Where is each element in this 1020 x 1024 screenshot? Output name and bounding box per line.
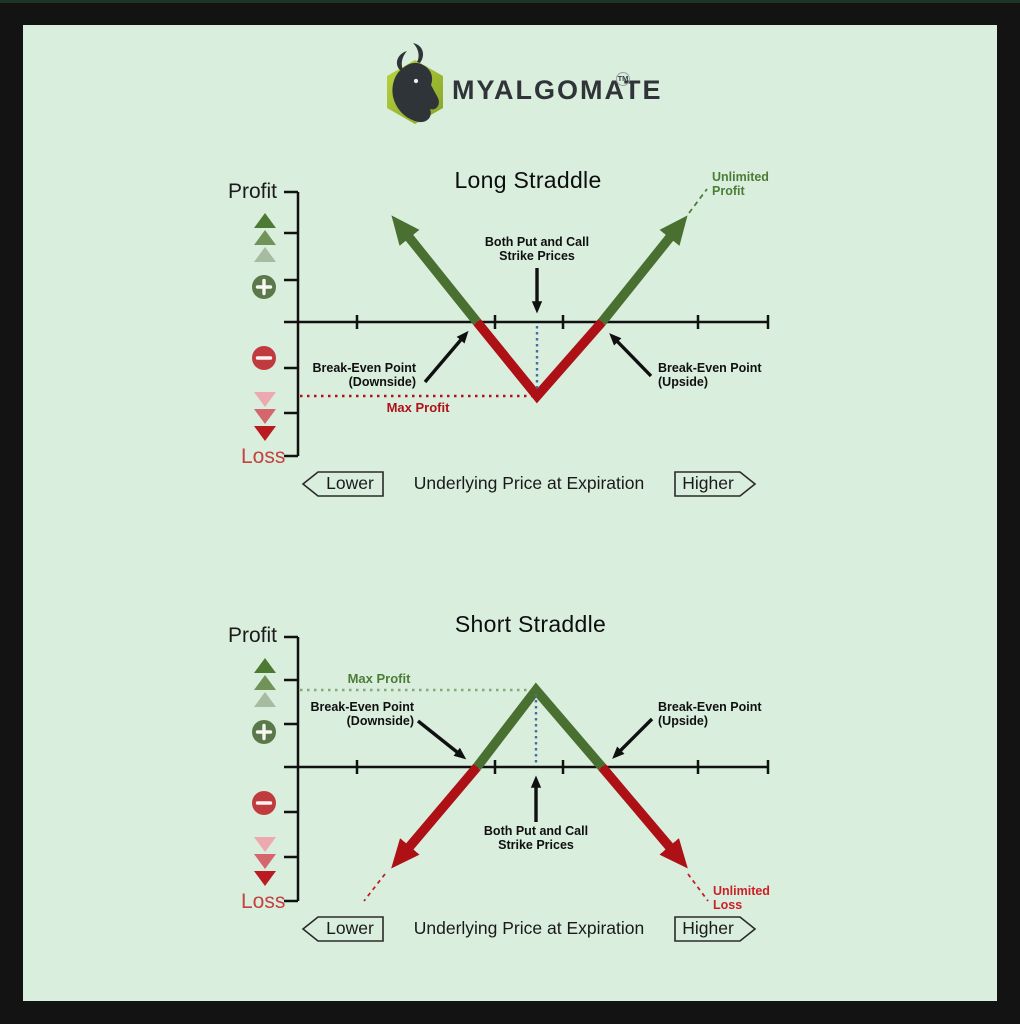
ss-breakeven-up-annotation: Break-Even Point (Upside) xyxy=(658,700,762,728)
plus-icon xyxy=(252,275,276,299)
long-straddle-title: Long Straddle xyxy=(454,167,602,193)
ls-profit-axis-label: Profit xyxy=(228,180,278,203)
ss-strike-annotation: Both Put and Call Strike Prices xyxy=(483,824,589,852)
minus-icon xyxy=(252,791,276,815)
ss-higher-tag: Higher xyxy=(682,918,734,938)
ls-breakeven-down-arrow xyxy=(423,330,469,384)
ls-loss-axis-label: Loss xyxy=(241,445,286,468)
minus-icon xyxy=(252,346,276,370)
ss-right-loss-arrow xyxy=(598,763,688,869)
ls-unlimited-profit-label: Unlimited Profit xyxy=(712,170,769,198)
ls-breakeven-up-arrow xyxy=(609,333,653,378)
ls-x-axis-title: Underlying Price at Expiration xyxy=(413,473,645,493)
short-straddle-chart xyxy=(252,635,770,942)
ls-max-profit-label: Max Profit xyxy=(386,400,450,415)
ls-loss-v-segment xyxy=(473,318,606,404)
ss-loss-axis-label: Loss xyxy=(241,890,286,913)
ls-lower-tag: Lower xyxy=(326,473,374,493)
loss-direction-icon xyxy=(254,392,276,441)
ls-higher-tag-shape xyxy=(674,471,757,497)
trademark-symbol: TM xyxy=(616,72,630,86)
ls-strike-annotation: Both Put and Call Strike Prices xyxy=(484,235,590,263)
top-edge-strip xyxy=(0,0,1020,3)
brand-bull-icon xyxy=(387,43,443,124)
ss-profit-peak-segment xyxy=(473,682,606,771)
ls-lower-tag-shape xyxy=(301,471,384,497)
plus-icon xyxy=(252,720,276,744)
profit-direction-icon xyxy=(254,658,276,707)
ss-profit-axis-label: Profit xyxy=(228,624,278,647)
loss-direction-icon xyxy=(254,837,276,886)
ls-left-profit-arrow xyxy=(391,215,481,325)
ss-left-loss-arrow xyxy=(391,763,481,869)
long-straddle-chart xyxy=(252,188,770,497)
ls-right-profit-arrow xyxy=(598,215,688,325)
ls-breakeven-down-annotation: Break-Even Point (Downside) xyxy=(312,361,416,389)
ls-breakeven-up-annotation: Break-Even Point (Upside) xyxy=(658,361,762,389)
ss-higher-tag-shape xyxy=(674,916,757,942)
ss-x-axis-title: Underlying Price at Expiration xyxy=(413,918,645,938)
ss-unlimited-loss-label: Unlimited Loss xyxy=(713,884,770,912)
ss-unlimited-loss-dash-right xyxy=(687,873,709,902)
ss-unlimited-loss-dash-left xyxy=(363,873,386,902)
short-straddle-title: Short Straddle xyxy=(454,611,607,637)
brand-wordmark: MYALGOMATE xyxy=(452,75,663,105)
ss-breakeven-up-arrow xyxy=(612,717,654,759)
ls-higher-tag: Higher xyxy=(682,473,734,493)
ss-max-profit-label: Max Profit xyxy=(347,671,411,686)
ss-breakeven-down-annotation: Break-Even Point (Downside) xyxy=(310,700,414,728)
ss-breakeven-down-arrow xyxy=(416,719,467,760)
diagram-panel xyxy=(23,25,997,1001)
ss-lower-tag: Lower xyxy=(326,918,374,938)
ls-unlimited-profit-dash xyxy=(688,188,708,214)
ss-lower-tag-shape xyxy=(301,916,384,942)
profit-direction-icon xyxy=(254,213,276,262)
